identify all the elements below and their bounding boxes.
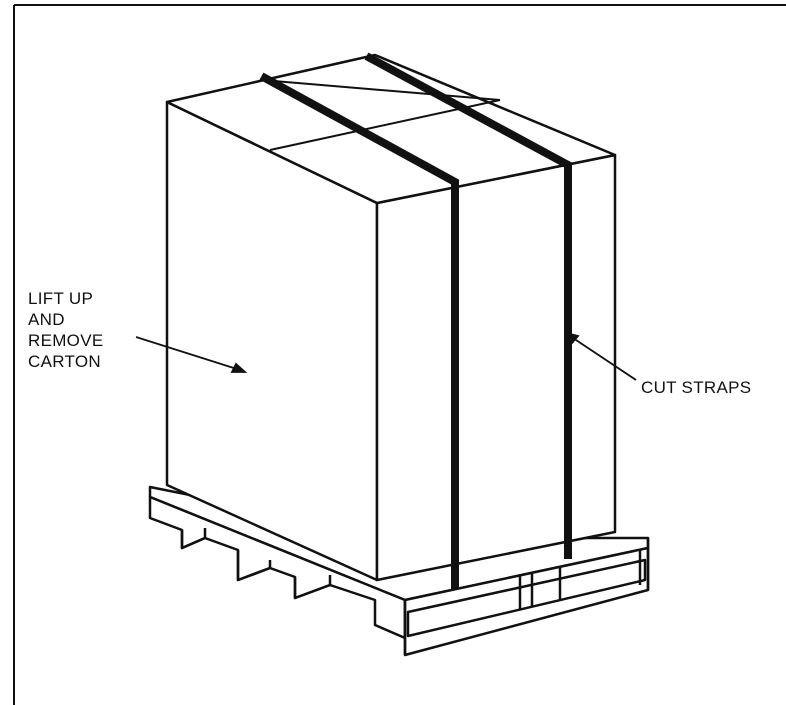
lift-line-2: AND — [28, 310, 65, 329]
straps — [259, 52, 572, 589]
cut-straps-label: CUT STRAPS — [641, 378, 752, 397]
lift-remove-carton-label: LIFT UP AND REMOVE CARTON — [28, 288, 103, 372]
figure-border — [13, 4, 786, 705]
lift-line-3: REMOVE — [28, 331, 104, 350]
lift-line-1: LIFT UP — [28, 289, 94, 308]
arrows — [135, 331, 637, 381]
lift-line-4: CARTON — [28, 352, 101, 371]
carton-box — [165, 53, 617, 582]
